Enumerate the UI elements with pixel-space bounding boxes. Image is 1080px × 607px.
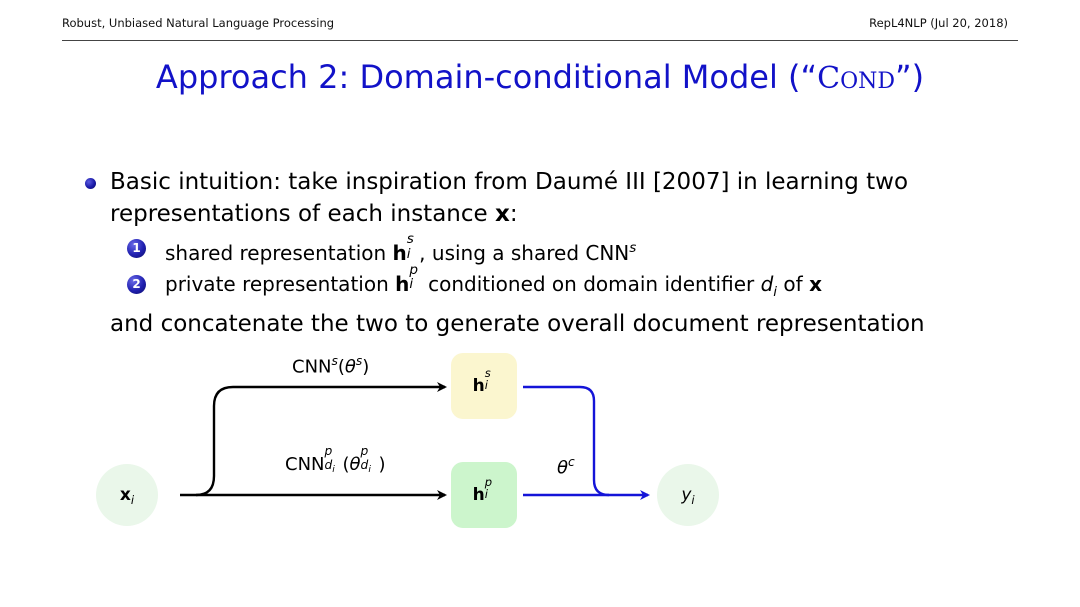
title-prefix: Approach 2: Domain-conditional Model (“ bbox=[155, 58, 818, 96]
item-2-x: x bbox=[809, 272, 822, 296]
hp-node-sub: i bbox=[484, 487, 488, 502]
header-rule bbox=[62, 40, 1018, 41]
cnn-p-text: CNN bbox=[285, 454, 325, 475]
bullet-line-2-colon: : bbox=[509, 201, 518, 227]
theta-c-sup: c bbox=[568, 455, 575, 469]
bullet-line-2-x: x bbox=[494, 201, 510, 227]
x-node-base: x bbox=[119, 485, 131, 505]
bullet-line-2-text: representations of each instance bbox=[110, 201, 495, 227]
hp-node-sup: p bbox=[484, 474, 493, 489]
cnn-p-sub-i: i bbox=[332, 463, 335, 475]
cnn-s-text: CNN bbox=[292, 356, 332, 378]
cnn-s-close: ) bbox=[362, 356, 370, 378]
hp-node-base: h bbox=[472, 485, 485, 505]
bullet-icon bbox=[85, 178, 96, 189]
cnn-p-open: ( bbox=[342, 454, 350, 475]
input-node-x: xi bbox=[96, 464, 158, 526]
title-smallcaps-first: C bbox=[817, 61, 841, 96]
bullet-line-1: Basic intuition: take inspiration from D… bbox=[110, 169, 909, 195]
item-number-1-icon: 1 bbox=[127, 239, 146, 258]
cnn-p-close: ) bbox=[378, 454, 386, 475]
item-1-pre: shared representation bbox=[165, 241, 393, 266]
cnn-shared-label: CNNs(θs) bbox=[292, 354, 369, 377]
item-1-post: , using a shared CNN bbox=[419, 241, 630, 266]
title-smallcaps-rest: OND bbox=[840, 69, 895, 94]
cnn-p-theta-sub: di bbox=[361, 459, 371, 474]
output-node-y: yi bbox=[657, 464, 719, 526]
cnn-p-sub: di bbox=[325, 459, 335, 474]
title-suffix: ”) bbox=[895, 58, 925, 96]
cnn-s-theta: θ bbox=[344, 356, 356, 378]
cnn-p-sub-d: d bbox=[324, 457, 333, 472]
hs-node-base: h bbox=[472, 376, 485, 396]
cnn-s-theta-sup: s bbox=[355, 354, 363, 368]
header-right: RepL4NLP (Jul 20, 2018) bbox=[869, 16, 1008, 30]
cnn-p-theta-sup: p bbox=[360, 444, 369, 459]
item-2-h-sup: p bbox=[409, 261, 418, 278]
header-left: Robust, Unbiased Natural Language Proces… bbox=[62, 16, 335, 30]
item-2-d: d bbox=[760, 272, 774, 296]
y-node-sub: i bbox=[691, 493, 695, 508]
arrow-x-to-hs bbox=[195, 382, 447, 497]
bullet-line-2: representations of each instance x: bbox=[110, 198, 518, 230]
x-node-sub: i bbox=[130, 493, 135, 508]
hs-node-sub: i bbox=[484, 378, 488, 393]
item-1-h-sup: s bbox=[406, 230, 414, 247]
item-2-pre: private representation bbox=[165, 272, 396, 296]
cnn-p-sup: p bbox=[324, 444, 333, 459]
item-2-mid: conditioned on domain identifier bbox=[421, 272, 761, 296]
cnn-s-open: ( bbox=[337, 356, 345, 378]
cnn-p-theta-sub-i: i bbox=[368, 463, 371, 475]
item-2-of: of bbox=[777, 272, 810, 296]
arrow-hs-to-y bbox=[523, 385, 610, 497]
theta-c-theta: θ bbox=[557, 457, 569, 479]
item-1-h-sub: i bbox=[406, 245, 411, 262]
cnn-s-sup: s bbox=[331, 354, 338, 368]
cnn-p-theta-sub-d: d bbox=[360, 457, 369, 472]
item-2-h: h bbox=[395, 272, 410, 296]
y-node-base: y bbox=[681, 485, 692, 505]
item-2-h-sub: i bbox=[409, 276, 414, 293]
cnn-p-theta: θ bbox=[349, 454, 361, 475]
hs-node-sup: s bbox=[484, 365, 491, 380]
item-2-d-sub: i bbox=[773, 283, 778, 300]
item-1-post-sup: s bbox=[629, 240, 637, 256]
item-1-h: h bbox=[392, 241, 407, 266]
slide-title: Approach 2: Domain-conditional Model (“C… bbox=[0, 58, 1080, 96]
theta-c-label: θc bbox=[557, 455, 575, 478]
conclusion-line: and concatenate the two to generate over… bbox=[110, 311, 925, 337]
item-number-2-icon: 2 bbox=[127, 275, 146, 294]
